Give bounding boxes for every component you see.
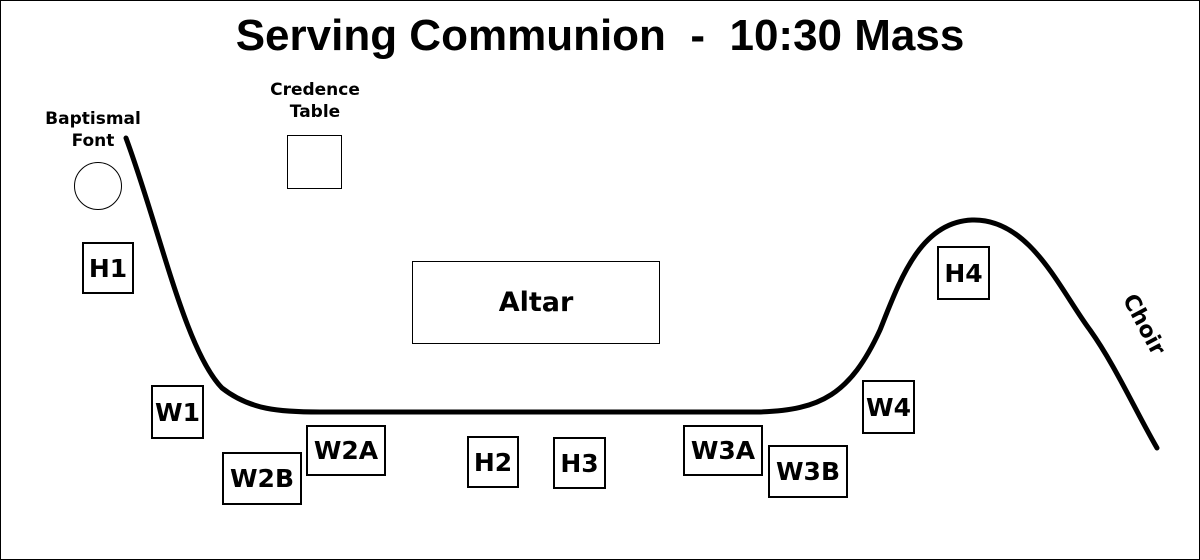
station-w1: W1 xyxy=(151,385,204,439)
credence-table-label-line1: Credence xyxy=(270,80,360,100)
station-w3b-label: W3B xyxy=(775,457,841,486)
station-h3: H3 xyxy=(553,437,606,489)
station-h4: H4 xyxy=(937,246,990,300)
credence-table-box xyxy=(287,135,342,189)
station-w4-label: W4 xyxy=(866,392,911,422)
station-w2a-label: W2A xyxy=(313,436,379,465)
station-h2: H2 xyxy=(467,436,519,488)
page-title: Serving Communion - 10:30 Mass xyxy=(235,11,965,60)
station-w2a: W2A xyxy=(306,425,386,476)
station-w4: W4 xyxy=(862,380,915,434)
station-w2b-label: W2B xyxy=(229,464,295,493)
altar-label: Altar xyxy=(498,287,574,318)
station-w1-label: W1 xyxy=(155,397,200,427)
station-h2-label: H2 xyxy=(473,447,513,477)
baptismal-font-label: Baptismal Font xyxy=(30,108,156,152)
baptismal-font-circle xyxy=(74,162,122,210)
credence-table-label-line2: Table xyxy=(289,102,341,122)
station-w3a-label: W3A xyxy=(690,436,756,465)
communion-line xyxy=(123,135,1160,451)
altar-box: Altar xyxy=(412,261,660,344)
station-w3a: W3A xyxy=(683,425,763,476)
station-w2b: W2B xyxy=(222,452,302,505)
station-h1-label: H1 xyxy=(88,253,128,283)
station-h4-label: H4 xyxy=(944,258,983,288)
station-h1: H1 xyxy=(82,242,134,294)
baptismal-font-label-line1: Baptismal xyxy=(45,109,141,129)
station-h3-label: H3 xyxy=(560,448,599,478)
credence-table-label: Credence Table xyxy=(254,79,376,123)
station-w3b: W3B xyxy=(768,445,848,498)
baptismal-font-label-line2: Font xyxy=(71,131,115,151)
